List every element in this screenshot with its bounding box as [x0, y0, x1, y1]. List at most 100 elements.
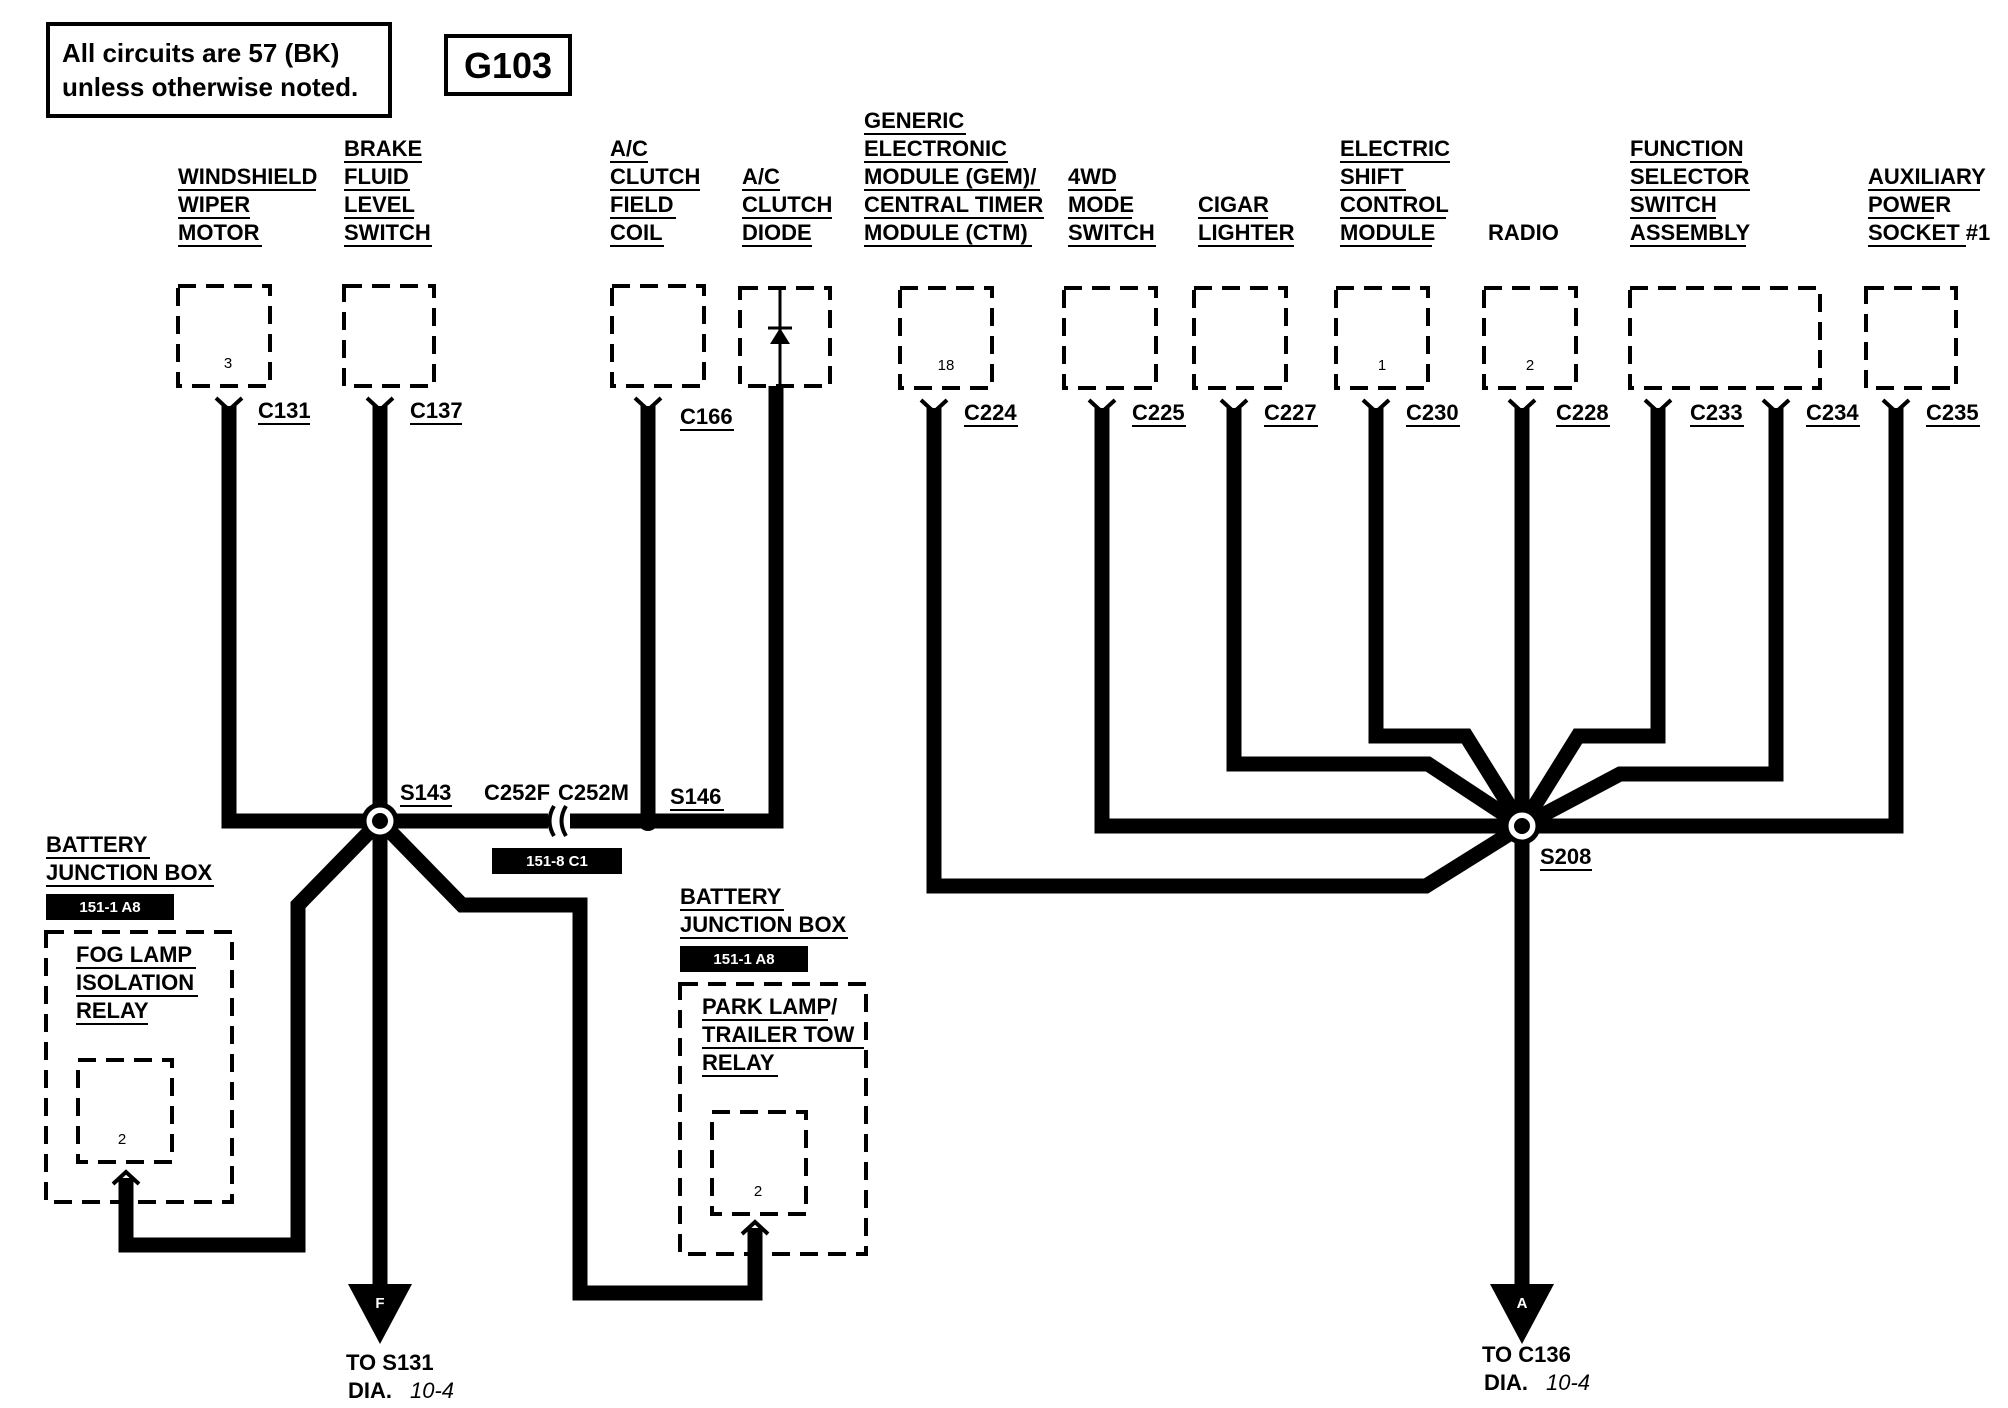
output-a-dia-prefix: DIA. — [1484, 1370, 1528, 1395]
component-windshield-wiper-motor: WINDSHIELD WIPER MOTOR 3 C131 — [176, 164, 317, 425]
fog-relay-pin: 2 — [118, 1131, 126, 1148]
splice-s146-label: S146 — [670, 784, 721, 809]
component-ac-clutch-field-coil: A/C CLUTCH FIELD COIL C166 — [610, 136, 734, 431]
splice-s143: S143 — [361, 780, 452, 840]
connector-c252m-label: C252M — [558, 780, 629, 805]
component-ac-clutch-diode: A/C CLUTCH DIODE — [738, 164, 832, 390]
wire-c234 — [1518, 408, 1784, 833]
wires — [118, 386, 1904, 1301]
gem-label-3: MODULE (GEM)/ — [864, 164, 1036, 189]
fog-relay-label-3: RELAY — [76, 998, 149, 1023]
connector-c252-location: 151-8 C1 — [526, 853, 588, 870]
gem-label-5: MODULE (CTM) — [864, 220, 1028, 245]
4wd-label-2: MODE — [1068, 192, 1134, 217]
park-relay-pin: 2 — [754, 1183, 762, 1200]
gem-label-4: CENTRAL TIMER — [864, 192, 1043, 217]
esc-label-2: SHIFT — [1340, 164, 1404, 189]
wiper-label-1: WINDSHIELD — [178, 164, 317, 189]
wiper-label-2: WIPER — [178, 192, 250, 217]
component-auxiliary-power-socket: AUXILIARY POWER SOCKET #1 C235 — [1864, 164, 1990, 427]
connector-c233: C233 — [1690, 400, 1743, 425]
connector-c235: C235 — [1926, 400, 1979, 425]
component-cigar-lighter: CIGAR LIGHTER C227 — [1192, 192, 1318, 427]
esc-label-1: ELECTRIC — [1340, 136, 1450, 161]
4wd-label-1: 4WD — [1068, 164, 1117, 189]
component-radio: RADIO 2 C228 — [1482, 220, 1610, 427]
arrow-down-icon — [348, 1284, 412, 1344]
cigar-label-2: LIGHTER — [1198, 220, 1295, 245]
fog-box-location: 151-1 A8 — [79, 899, 140, 916]
ac-diode-label-3: DIODE — [742, 220, 812, 245]
notes-line2: unless otherwise noted. — [62, 72, 358, 102]
connector-c225: C225 — [1132, 400, 1185, 425]
connector-c137: C137 — [410, 398, 463, 423]
aux-label-2: POWER — [1868, 192, 1951, 217]
component-electric-shift-control-module: ELECTRIC SHIFT CONTROL MODULE 1 C230 — [1334, 136, 1460, 427]
component-gem-ctm: GENERIC ELECTRONIC MODULE (GEM)/ CENTRAL… — [864, 108, 1044, 427]
4wd-label-3: SWITCH — [1068, 220, 1155, 245]
fss-label-2: SELECTOR — [1630, 164, 1750, 189]
output-a-to: TO C136 — [1482, 1342, 1571, 1367]
gem-pin: 18 — [938, 357, 955, 374]
wire-c224 — [926, 408, 1526, 894]
ground-label-box: G103 — [444, 34, 572, 96]
wiper-pin: 3 — [224, 355, 232, 372]
aux-label-3: SOCKET #1 — [1868, 220, 1990, 245]
fog-relay-label-2: ISOLATION — [76, 970, 194, 995]
wire-c233 — [1515, 408, 1666, 830]
component-function-selector-switch: FUNCTION SELECTOR SWITCH ASSEMBLY C233 C… — [1628, 136, 1860, 427]
wire-c230 — [1368, 408, 1529, 830]
fog-lamp-isolation-relay: BATTERY JUNCTION BOX 151-1 A8 FOG LAMP I… — [44, 832, 234, 1204]
brake-label-3: LEVEL — [344, 192, 415, 217]
park-relay-label-3: RELAY — [702, 1050, 775, 1075]
radio-pin: 2 — [1526, 357, 1534, 374]
esc-pin: 1 — [1378, 357, 1386, 374]
gem-label-2: ELECTRONIC — [864, 136, 1007, 161]
output-f-dia-page: 10-4 — [410, 1378, 454, 1403]
splice-s143-label: S143 — [400, 780, 451, 805]
gem-label-1: GENERIC — [864, 108, 964, 133]
cigar-label-1: CIGAR — [1198, 192, 1269, 217]
output-a: A TO C136 DIA. 10-4 — [1482, 1284, 1590, 1395]
splice-s208: S208 — [1503, 807, 1592, 871]
output-a-dia-page: 10-4 — [1546, 1370, 1590, 1395]
fss-label-3: SWITCH — [1630, 192, 1717, 217]
park-box-label-2: JUNCTION BOX — [680, 912, 847, 937]
wiper-label-3: MOTOR — [178, 220, 260, 245]
esc-label-4: MODULE — [1340, 220, 1435, 245]
wire-c227 — [1226, 408, 1527, 833]
park-relay-label-2: TRAILER TOW — [702, 1022, 855, 1047]
brake-label-4: SWITCH — [344, 220, 431, 245]
connector-c252: C252F C252M 151-8 C1 — [484, 780, 629, 874]
ac-coil-label-1: A/C — [610, 136, 648, 161]
ac-diode-label-1: A/C — [742, 164, 780, 189]
fss-label-1: FUNCTION — [1630, 136, 1744, 161]
output-f-dia-prefix: DIA. — [348, 1378, 392, 1403]
wire-c225 — [1094, 408, 1522, 834]
connector-c224: C224 — [964, 400, 1017, 425]
ac-coil-label-3: FIELD — [610, 192, 674, 217]
wire-fog-relay — [118, 815, 386, 1253]
splice-s146: S146 — [638, 784, 724, 831]
wire-park-relay — [374, 815, 763, 1301]
wire-connector-to-s146 — [570, 386, 784, 829]
radio-label: RADIO — [1488, 220, 1559, 245]
connector-c252f-label: C252F — [484, 780, 550, 805]
notes-box: All circuits are 57 (BK) unless otherwis… — [46, 22, 392, 118]
connector-c228: C228 — [1556, 400, 1609, 425]
aux-label-1: AUXILIARY — [1868, 164, 1986, 189]
fss-label-4: ASSEMBLY — [1630, 220, 1751, 245]
connector-c227: C227 — [1264, 400, 1317, 425]
park-box-label-1: BATTERY — [680, 884, 782, 909]
park-box-location: 151-1 A8 — [713, 951, 774, 968]
connector-c166: C166 — [680, 404, 733, 429]
fog-box-label-2: JUNCTION BOX — [46, 860, 213, 885]
component-brake-fluid-level-switch: BRAKE FLUID LEVEL SWITCH C137 — [342, 136, 463, 425]
park-lamp-trailer-tow-relay: BATTERY JUNCTION BOX 151-1 A8 PARK LAMP/… — [678, 884, 868, 1256]
wire-c131 — [221, 406, 380, 829]
ac-coil-label-4: COIL — [610, 220, 663, 245]
brake-label-1: BRAKE — [344, 136, 422, 161]
component-4wd-mode-switch: 4WD MODE SWITCH C225 — [1062, 164, 1186, 427]
notes-line1: All circuits are 57 (BK) — [62, 38, 339, 68]
